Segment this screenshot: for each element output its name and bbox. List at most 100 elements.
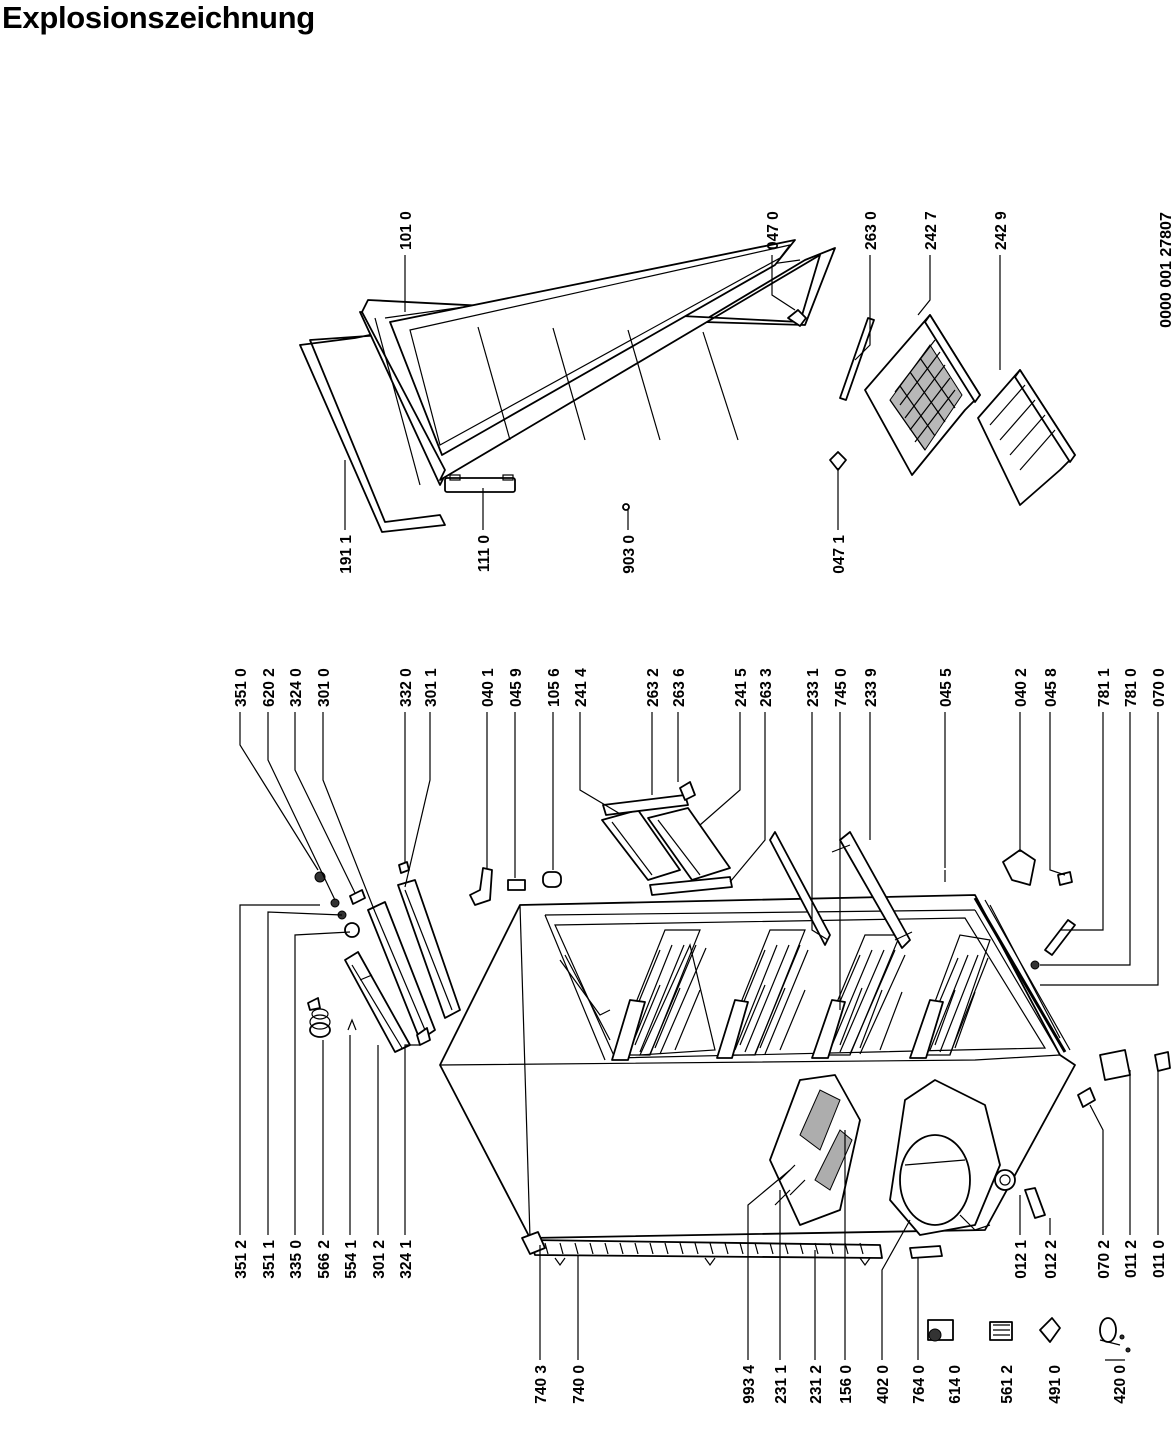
document-number: 0000 001 27807 [1158,212,1175,328]
knob-335-0 [344,922,360,938]
basket-rail [839,317,875,401]
rail-right [839,831,911,949]
hinge-bottom-icon [829,451,847,471]
part-label: 233 1 [805,668,822,707]
part-label: 231 2 [808,1365,825,1404]
switch-614-0 [927,1319,954,1342]
part-label: 324 1 [398,1240,415,1279]
part-label: 335 0 [288,1240,305,1279]
freezer-basket-upper [864,314,981,476]
clip-263-6 [679,781,696,801]
freezer-basket-lower [977,369,1076,506]
part-label: 241 4 [573,668,590,707]
part-label: 191 1 [338,535,355,574]
part-label: 233 9 [863,668,880,707]
part-label: 263 3 [758,668,775,707]
door-inner-liner [389,239,796,456]
part-label: 324 0 [288,668,305,707]
part-label: 231 1 [773,1365,790,1404]
clip-324-0 [349,889,366,905]
part-label: 351 0 [233,668,250,707]
part-label: 011 0 [1151,1240,1168,1278]
bulb-105-6 [542,871,562,888]
part-label: 045 9 [508,668,525,707]
evaporator-plates [611,929,991,1061]
screw-icon [622,503,630,511]
part-label: 241 5 [733,668,750,707]
part-label: 047 1 [831,535,848,574]
control-panel-301-1 [397,879,461,1019]
part-label: 045 5 [938,668,955,707]
part-label: 566 2 [316,1240,333,1279]
part-labels: 101 0 047 0 263 0 242 7 242 9 191 1 111 … [233,211,1175,1404]
door-handle [444,477,516,493]
part-label: 040 2 [1013,668,1030,707]
cable-420-0 [1099,1317,1131,1353]
part-label: 263 2 [645,668,662,707]
cabinet-front-frame [973,897,1067,1053]
rail-263-2 [602,794,689,816]
leader-lines [239,255,1159,1361]
part-label: 903 0 [621,535,638,574]
spring-566-2 [307,997,331,1038]
tube-764-0 [909,1245,943,1259]
plinth-foot [521,1231,546,1255]
lamp-554-1 [347,1018,357,1031]
pin-045-9 [507,879,526,891]
connector-491-0 [1039,1317,1061,1343]
connector-070-2 [1077,1087,1096,1108]
part-label: 781 0 [1123,668,1140,707]
filter-561-2 [989,1321,1013,1341]
cap-011-0 [1154,1051,1171,1072]
loose-parts [909,1245,1131,1353]
clip-324-1 [416,1027,431,1046]
part-label: 993 4 [741,1365,758,1404]
bracket-040-2 [1002,849,1036,886]
cabinet-inner-liner [554,917,1047,1059]
part-label: 351 1 [261,1240,278,1279]
cover-332-0 [398,861,410,874]
thermostat-box [1099,1049,1131,1081]
part-label: 740 0 [571,1365,588,1404]
part-label: 012 2 [1043,1240,1060,1279]
knob-620-2 [330,898,340,908]
part-label: 620 2 [261,668,278,707]
part-label: 101 0 [398,211,415,250]
relay-part [1024,1187,1046,1219]
part-label: 070 0 [1151,668,1168,707]
part-label: 040 1 [480,668,497,707]
part-label: 740 3 [533,1365,550,1404]
vent-grille-781-1 [1044,919,1076,956]
part-label: 402 0 [875,1365,892,1404]
bottom-plinth [529,1239,883,1259]
part-label: 561 2 [999,1365,1016,1404]
cabinet-assembly [307,781,1171,1267]
bracket-040-1 [469,867,493,906]
part-label: 420 0 [1112,1365,1129,1404]
part-label: 301 2 [371,1240,388,1279]
part-label: 156 0 [838,1365,855,1404]
part-label: 745 0 [833,668,850,707]
part-label: 242 7 [923,211,940,250]
part-label: 105 6 [546,668,563,707]
part-label: 012 1 [1013,1240,1030,1279]
part-label: 554 1 [343,1240,360,1279]
part-label: 070 2 [1096,1240,1113,1279]
part-label: 781 1 [1096,668,1113,707]
rail-263-3 [649,876,733,896]
part-label: 351 2 [233,1240,250,1279]
part-label: 614 0 [947,1365,964,1404]
part-label: 491 0 [1047,1365,1064,1404]
rail-left [769,831,831,946]
part-label: 011 2 [1123,1240,1140,1278]
shelf-241-5 [647,807,731,881]
part-label: 263 6 [671,668,688,707]
part-label: 111 0 [476,535,493,572]
part-label: 332 0 [398,668,415,707]
part-label: 242 9 [993,211,1010,250]
hinge-top-icon [787,309,807,327]
part-label: 047 0 [765,211,782,250]
part-label: 301 1 [423,668,440,707]
part-label: 301 0 [316,668,333,707]
